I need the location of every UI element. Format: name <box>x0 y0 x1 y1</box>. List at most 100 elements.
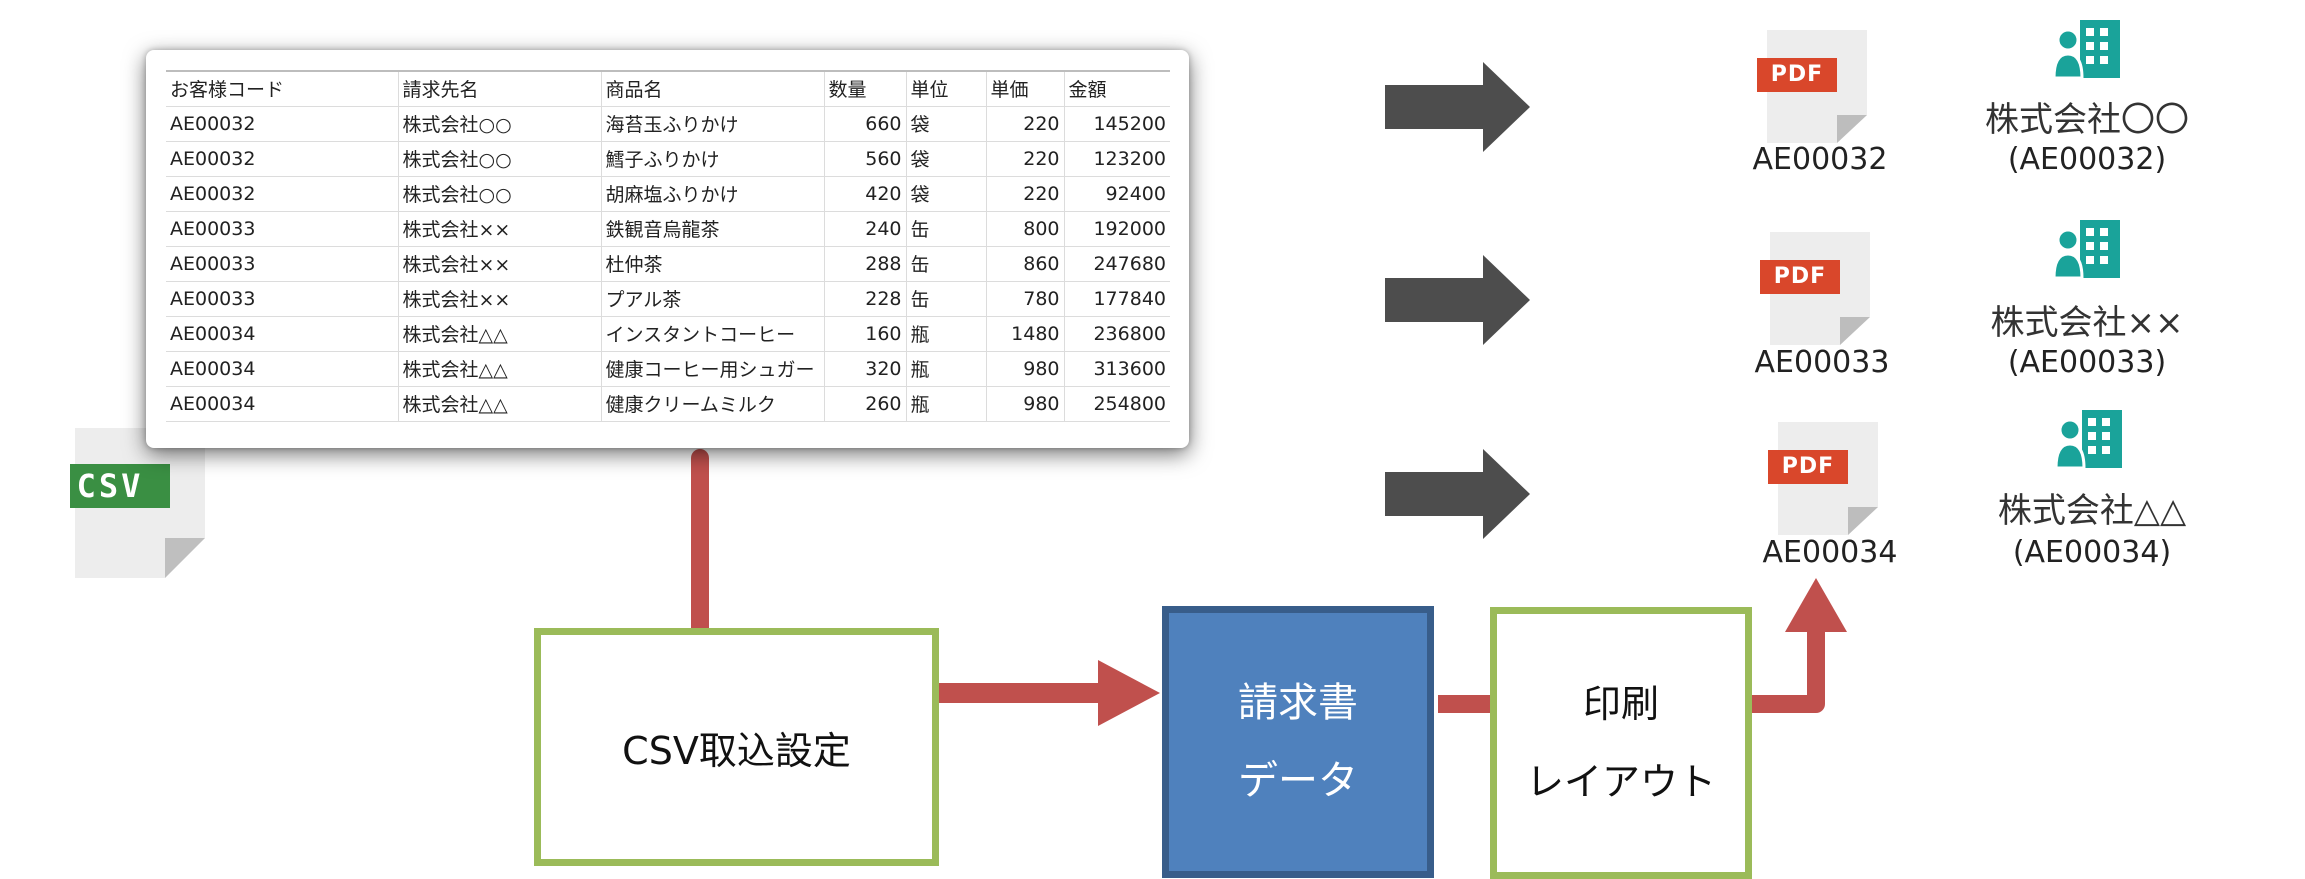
import-to-data-arrow <box>939 660 1160 726</box>
output-company-1: 株式会社〇〇 <box>1985 100 2189 140</box>
cell-unit-price: 800 <box>986 211 1065 247</box>
output-company-code-3: (AE00034) <box>2012 535 2172 570</box>
cell-unit-price: 980 <box>986 386 1065 422</box>
cell-quantity: 260 <box>824 386 907 422</box>
pdf-icon-label: PDF <box>1781 454 1835 479</box>
table-row: AE00033 株式会社×× 杜仲茶 288 缶 860 247680 <box>166 246 1170 282</box>
cell-unit: 缶 <box>906 246 987 282</box>
csv-icon-label: CSV <box>76 467 144 505</box>
cell-unit-price: 980 <box>986 351 1065 387</box>
cell-unit-price: 1480 <box>986 316 1065 352</box>
output-company-3: 株式会社△△ <box>1997 491 2187 531</box>
cell-amount: 192000 <box>1064 211 1170 247</box>
pdf-file-icon <box>1768 422 1878 535</box>
output-company-code-2: (AE00033) <box>2007 345 2167 380</box>
cell-billing-name: 株式会社△△ <box>398 386 602 422</box>
output-code-3: AE00034 <box>1762 535 1898 570</box>
cell-customer-code: AE00033 <box>166 246 399 282</box>
print-layout-box: 印刷 レイアウト <box>1490 607 1752 879</box>
invoice-data-line2: データ <box>1238 758 1358 804</box>
cell-product: インスタントコーヒー <box>601 316 825 352</box>
building-icon <box>2052 220 2120 280</box>
cell-amount: 145200 <box>1064 106 1170 142</box>
cell-amount: 177840 <box>1064 281 1170 317</box>
cell-unit-price: 860 <box>986 246 1065 282</box>
cell-quantity: 160 <box>824 316 907 352</box>
cell-quantity: 660 <box>824 106 907 142</box>
csv-file-icon: CSV <box>50 428 205 580</box>
pdf-icon-label: PDF <box>1773 264 1827 289</box>
cell-unit: 瓶 <box>906 351 987 387</box>
cell-unit: 袋 <box>906 106 987 142</box>
table-header-row: お客様コード 請求先名 商品名 数量 単位 単価 金額 <box>166 70 1170 107</box>
csv-import-settings-box: CSV取込設定 <box>534 628 939 866</box>
pdf-icon-label: PDF <box>1770 62 1824 87</box>
output-company-2: 株式会社×× <box>1990 303 2184 343</box>
cell-billing-name: 株式会社×× <box>398 281 602 317</box>
cell-product: 健康コーヒー用シュガー <box>601 351 825 387</box>
cell-customer-code: AE00032 <box>166 141 399 177</box>
col-header-unit: 単位 <box>906 70 987 107</box>
cell-customer-code: AE00033 <box>166 211 399 247</box>
cell-unit-price: 220 <box>986 106 1065 142</box>
building-icon <box>2052 20 2120 80</box>
col-header-customer-code: お客様コード <box>166 70 399 107</box>
col-header-product: 商品名 <box>601 70 825 107</box>
table-row: AE00034 株式会社△△ 健康コーヒー用シュガー 320 瓶 980 313… <box>166 351 1170 387</box>
cell-quantity: 320 <box>824 351 907 387</box>
cell-customer-code: AE00032 <box>166 106 399 142</box>
csv-import-settings-label: CSV取込設定 <box>622 728 851 773</box>
table-row: AE00034 株式会社△△ インスタントコーヒー 160 瓶 1480 236… <box>166 316 1170 352</box>
cell-quantity: 240 <box>824 211 907 247</box>
building-icon <box>2054 410 2122 470</box>
cell-unit-price: 220 <box>986 176 1065 212</box>
cell-quantity: 420 <box>824 176 907 212</box>
pdf-file-icon <box>1760 232 1870 345</box>
output-arrow-3 <box>1385 449 1530 539</box>
cell-amount: 254800 <box>1064 386 1170 422</box>
cell-customer-code: AE00034 <box>166 386 399 422</box>
col-header-billing-name: 請求先名 <box>398 70 602 107</box>
cell-billing-name: 株式会社○○ <box>398 141 602 177</box>
cell-quantity: 560 <box>824 141 907 177</box>
cell-amount: 313600 <box>1064 351 1170 387</box>
cell-product: 健康クリームミルク <box>601 386 825 422</box>
output-company-code-1: (AE00032) <box>2007 142 2167 177</box>
cell-product: 杜仲茶 <box>601 246 825 282</box>
table-row: AE00034 株式会社△△ 健康クリームミルク 260 瓶 980 25480… <box>166 386 1170 422</box>
invoice-data-box: 請求書 データ <box>1162 606 1434 878</box>
output-arrow-1 <box>1385 62 1530 152</box>
cell-amount: 236800 <box>1064 316 1170 352</box>
cell-billing-name: 株式会社△△ <box>398 316 602 352</box>
output-code-1: AE00032 <box>1752 142 1888 177</box>
cell-unit-price: 220 <box>986 141 1065 177</box>
col-header-unit-price: 単価 <box>986 70 1065 107</box>
output-arrow-2 <box>1385 255 1530 345</box>
cell-unit: 袋 <box>906 141 987 177</box>
cell-unit: 袋 <box>906 176 987 212</box>
invoice-data-line1: 請求書 <box>1238 680 1358 726</box>
col-header-amount: 金額 <box>1064 70 1170 107</box>
cell-amount: 247680 <box>1064 246 1170 282</box>
cell-billing-name: 株式会社×× <box>398 246 602 282</box>
cell-unit-price: 780 <box>986 281 1065 317</box>
cell-unit: 瓶 <box>906 316 987 352</box>
table-row: AE00032 株式会社○○ 海苔玉ふりかけ 660 袋 220 145200 <box>166 106 1170 142</box>
cell-quantity: 288 <box>824 246 907 282</box>
cell-product: 胡麻塩ふりかけ <box>601 176 825 212</box>
output-pdf-1: PDF <box>1757 30 1867 149</box>
cell-product: 鱈子ふりかけ <box>601 141 825 177</box>
cell-amount: 92400 <box>1064 176 1170 212</box>
cell-product: 鉄観音烏龍茶 <box>601 211 825 247</box>
cell-billing-name: 株式会社○○ <box>398 106 602 142</box>
cell-billing-name: 株式会社×× <box>398 211 602 247</box>
layout-to-output-arrow <box>1752 578 1847 713</box>
output-pdf-3: PDF <box>1768 422 1878 541</box>
table-row: AE00033 株式会社×× 鉄観音烏龍茶 240 缶 800 192000 <box>166 211 1170 247</box>
csv-data-table: お客様コード 請求先名 商品名 数量 単位 単価 金額 AE00032 株式会社… <box>166 70 1170 422</box>
output-code-2: AE00033 <box>1754 345 1890 380</box>
cell-unit: 缶 <box>906 211 987 247</box>
cell-unit: 缶 <box>906 281 987 317</box>
cell-customer-code: AE00034 <box>166 351 399 387</box>
pdf-file-icon <box>1757 30 1867 143</box>
